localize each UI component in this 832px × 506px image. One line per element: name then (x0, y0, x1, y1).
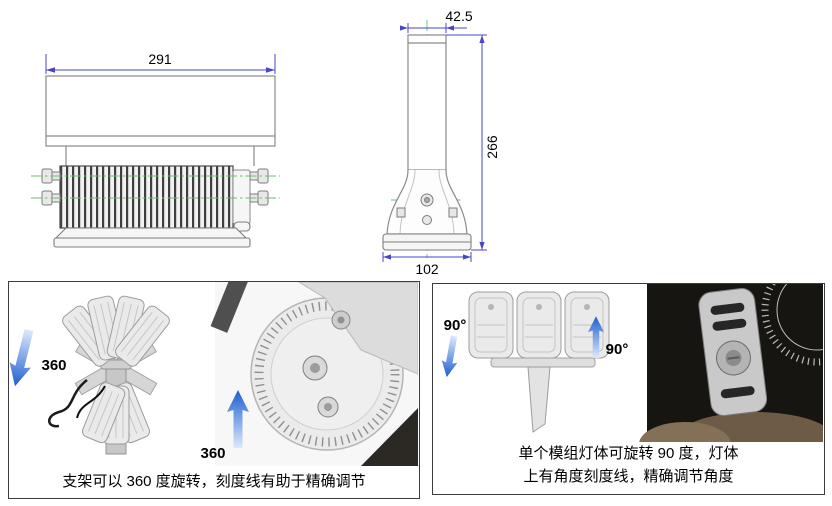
pivot-screws (396, 193, 458, 225)
rotate-arrow-up-icon (227, 390, 249, 448)
yoke-inner-left (399, 169, 416, 235)
dimension-102 (382, 252, 472, 262)
light-panel (45, 75, 276, 147)
pole (407, 34, 447, 171)
body-neck (65, 146, 255, 166)
rotation-label-90-left: 90° (444, 317, 467, 334)
right-panel-illustration: 90° 90° (441, 284, 823, 442)
rotate-arrow-down-icon (441, 335, 458, 378)
left-feature-panel: 360 360 支架可以 360 度旋转，刻度线有助于精确调节 (8, 281, 420, 499)
rotation-label-90-right: 90° (606, 341, 629, 358)
heatsink (59, 165, 234, 229)
right-feature-panel: 90° 90° (432, 283, 825, 495)
left-panel-illustration: 360 360 (9, 282, 418, 466)
modules-photo (468, 291, 610, 433)
base (382, 233, 472, 251)
rotate-arrow-down-icon (9, 328, 34, 387)
centerlines (31, 175, 280, 199)
left-panel-caption: 支架可以 360 度旋转，刻度线有助于精确调节 (62, 473, 366, 490)
side-height-dim-label: 266 (484, 135, 500, 159)
floodlight-photo (48, 295, 170, 455)
dimension-291 (45, 54, 276, 74)
right-caption-line-2: 上有角度刻度线，精确调节角度 (523, 467, 734, 485)
dial-photo (210, 282, 418, 466)
dimension-42-5 (400, 23, 467, 33)
right-caption-line-1: 单个模组灯体可旋转 90 度，灯体 (518, 444, 739, 462)
side-top-dim-label: 42.5 (445, 8, 472, 24)
rotate-arrow-up-icon (588, 316, 604, 358)
front-width-dim-label: 291 (148, 51, 172, 67)
side-view-drawing: 42.5 266 (382, 8, 500, 277)
dimension-266 (446, 34, 487, 251)
right-panel-caption: 单个模组灯体可旋转 90 度，灯体 上有角度刻度线，精确调节角度 (433, 442, 824, 489)
yoke-inner-right (438, 169, 455, 235)
rotation-label-360-right: 360 (200, 445, 225, 462)
side-box (232, 169, 251, 225)
base (53, 221, 251, 248)
front-view-drawing: 291 (31, 51, 280, 248)
rotation-label-360-left: 360 (41, 357, 66, 374)
module-closeup-photo (639, 284, 823, 442)
side-base-dim-label: 102 (415, 261, 439, 277)
